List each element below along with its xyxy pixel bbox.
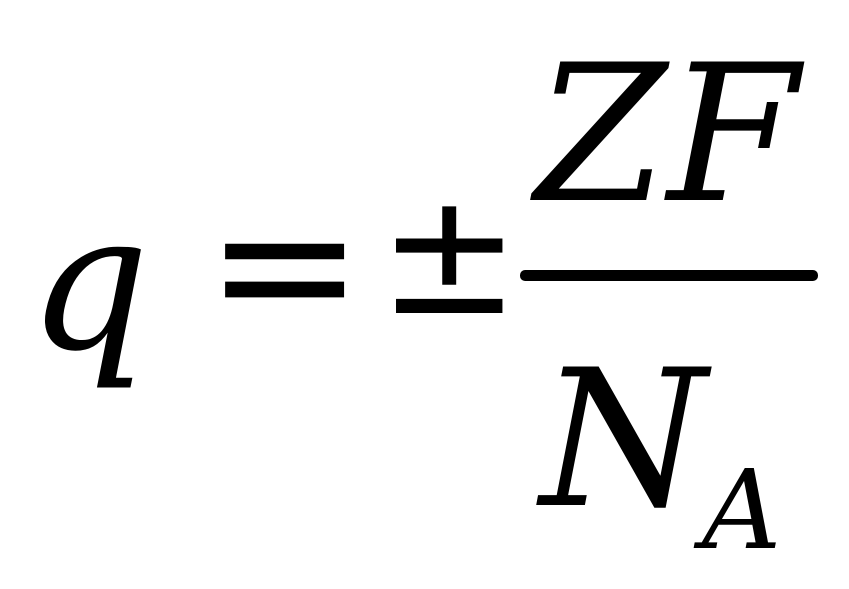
variable-q: q <box>28 172 150 393</box>
fraction-denominator: N <box>540 329 707 550</box>
fraction-numerator: ZF <box>535 24 799 245</box>
equals-sign: = <box>205 154 365 375</box>
fraction-bar <box>520 270 818 281</box>
denominator-subscript: A <box>702 446 782 574</box>
plus-minus-sign: ± <box>378 156 521 354</box>
